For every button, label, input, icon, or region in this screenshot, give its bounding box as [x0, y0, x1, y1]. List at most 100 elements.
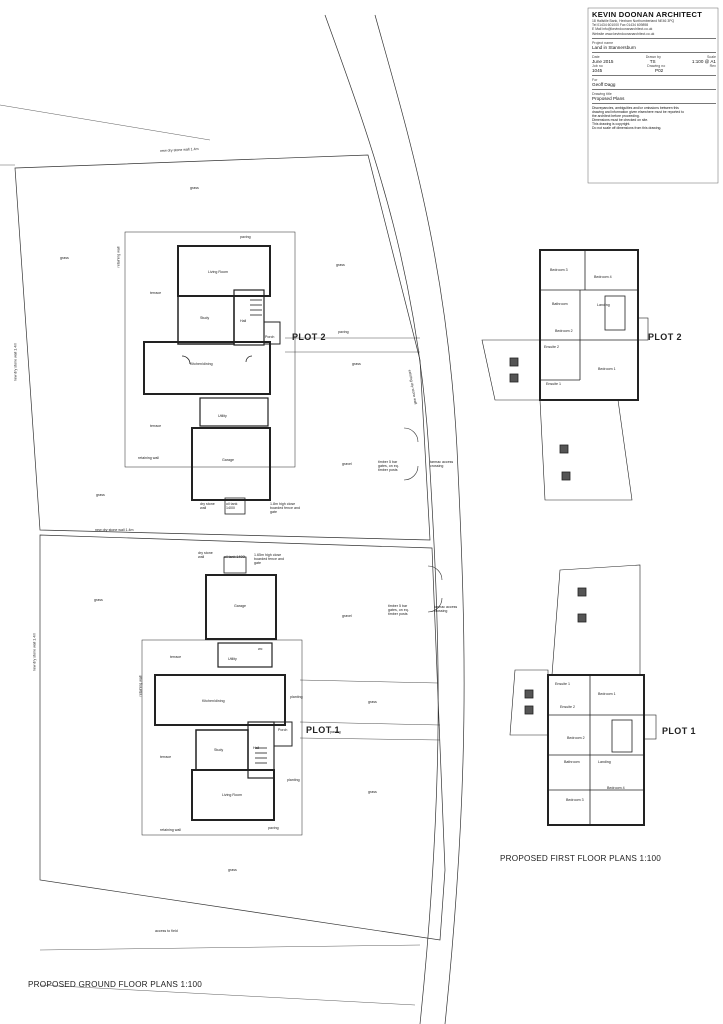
fence-label-plot2: 1.8m high close boarded fence and gate	[270, 502, 300, 514]
room-bedroom4-plot1: Bedroom 4	[607, 786, 625, 790]
plot2-first-plan	[481, 249, 649, 501]
note-5: This drawing is copyright.	[592, 122, 631, 127]
grass-label: grass	[336, 263, 345, 267]
plot1-boundary	[39, 534, 446, 941]
terrace-label: terrace	[160, 755, 172, 759]
title-block: KEVIN DOONAN ARCHITECT 18 Hallstile Bank…	[592, 10, 716, 130]
terrace-label: terrace	[150, 291, 162, 295]
for-label: For	[592, 77, 598, 82]
room-kitchen-plot1: Kitchen/dining	[202, 699, 225, 703]
room-bedroom4-plot2: Bedroom 4	[594, 275, 612, 279]
room-bedroom1-plot2: Bedroom 1	[598, 367, 616, 371]
room-garage-plot1: Garage	[234, 604, 246, 608]
room-ensuite1-plot2: Ensuite 1	[546, 382, 561, 386]
drawing-title-label: Drawing title	[592, 91, 612, 96]
job-value: 1045	[592, 67, 603, 73]
room-landing-plot1: Landing	[598, 760, 611, 764]
room-utility-plot2: Utility	[218, 414, 227, 418]
date-value: June 2015	[592, 58, 614, 64]
plot2-ground-plan	[124, 231, 420, 515]
rev-label: Rev	[709, 63, 716, 68]
firm-name: KEVIN DOONAN ARCHITECT	[592, 10, 703, 19]
room-bedroom3-plot2: Bedroom 3	[550, 268, 568, 272]
room-wc-plot1: wc	[258, 647, 263, 651]
fence-label-plot1: 1.65m high close boarded fence and gate	[254, 553, 284, 565]
planting-label: planting	[290, 695, 303, 699]
road-edge-east	[374, 14, 465, 1024]
room-ensuite2-plot2: Ensuite 2	[544, 345, 559, 349]
retaining-wall-label: retaining wall	[116, 246, 121, 268]
firm-address-4: Website www.kevindoonanarchitect.co.uk	[592, 31, 655, 36]
wall-label-left-lower: new dry stone wall 1.4m	[32, 632, 37, 672]
scale-label: Scale	[707, 54, 716, 59]
note-2: drawing and information given elsewhere …	[592, 109, 684, 114]
room-porch-plot1: Porch	[278, 728, 288, 732]
room-study-plot1: Study	[214, 748, 224, 752]
drawn-label: Drawn by	[645, 54, 661, 59]
wall-label-mid: new dry stone wall 1.4m	[95, 528, 134, 532]
date-label: Date	[592, 54, 600, 59]
firm-address-1: 18 Hallstile Bank, Hexham Northumberland…	[592, 19, 675, 23]
grass-label: grass	[368, 700, 377, 704]
paving-label: paving	[240, 235, 251, 239]
job-label: Job no	[592, 63, 603, 68]
room-bedroom2-plot2: Bedroom 2	[555, 329, 573, 333]
retaining-wall-label: retaining wall	[160, 828, 181, 832]
paving-label: paving	[268, 826, 279, 830]
note-6: Do not scale off dimensions from this dr…	[592, 126, 662, 131]
room-ensuite2-plot1: Ensuite 2	[560, 705, 575, 709]
plot1-first-plan	[509, 564, 657, 826]
retaining-wall-label: retaining wall	[138, 456, 159, 460]
room-bedroom2-plot1: Bedroom 2	[567, 736, 585, 740]
room-study-plot2: Study	[200, 316, 210, 320]
gravel-label: gravel	[342, 614, 352, 618]
ground-floor-title: PROPOSED GROUND FLOOR PLANS 1:100	[28, 980, 203, 989]
room-bedroom3-plot1: Bedroom 3	[566, 798, 584, 802]
room-landing-plot2: Landing	[597, 303, 610, 307]
project-label: Project name	[592, 40, 614, 45]
drawn-value: TS	[649, 58, 656, 64]
access-label: access to field	[155, 929, 178, 933]
room-garage-plot2: Garage	[222, 458, 234, 462]
paving-label: paving	[338, 330, 349, 334]
firm-address-3: E Mail info@kevindoonanarchitect.co.uk	[592, 27, 653, 32]
project-name: Land in Stannersburn	[592, 44, 636, 50]
room-hall-plot1: Hall	[253, 746, 260, 750]
terrace-label: terrace	[150, 424, 162, 428]
oil-tank-label: oil tank 1400l	[224, 555, 246, 559]
plot2-first-label: PLOT 2	[648, 332, 682, 342]
room-utility-plot1: Utility	[228, 657, 237, 661]
room-porch-plot2: Porch	[265, 335, 275, 339]
grass-label: grass	[352, 362, 361, 366]
gates-label: timber 5 bar gates, on eq. timber posts	[388, 604, 409, 616]
room-bathroom-plot1: Bathroom	[564, 760, 580, 764]
plot1-ground-label: PLOT 1	[306, 725, 340, 735]
first-floor-title: PROPOSED FIRST FLOOR PLANS 1:100	[500, 854, 661, 863]
grass-label: grass	[228, 868, 237, 872]
note-3: the architect before proceeding.	[592, 114, 640, 118]
plot2-ground-label: PLOT 2	[292, 332, 326, 342]
scale-value: 1:100 @ A1	[691, 58, 716, 64]
wall-label-left: new dry stone wall 1.4m	[13, 342, 18, 382]
note-4: Dimensions must be checked on site.	[592, 118, 649, 123]
firm-address-2: Tel 01434 601000 Fax 01434 609898	[592, 23, 649, 28]
dry-stone-wall-label: dry stone wall	[198, 551, 213, 559]
terrace-label: terrace	[170, 655, 182, 659]
plot1-first-label: PLOT 1	[662, 726, 696, 736]
grass-label: grass	[60, 256, 69, 260]
plot2-boundary	[14, 154, 431, 541]
retaining-wall-label: retaining wall	[138, 675, 143, 697]
client-name: Geoff Dagg	[592, 81, 616, 87]
room-hall-plot2: Hall	[240, 319, 247, 323]
room-bathroom-plot2: Bathroom	[552, 302, 568, 306]
planting-label: planting	[287, 778, 300, 782]
grass-label: grass	[94, 598, 103, 602]
grass-label: grass	[368, 790, 377, 794]
drawing-title: Proposed Plans	[592, 95, 625, 101]
room-kitchen-plot2: Kitchen/dining	[190, 362, 213, 366]
room-living-plot1: Living Room	[222, 793, 242, 797]
dry-stone-wall-label: dry stone wall	[200, 502, 215, 510]
crossing-label: tarmac access crossing	[434, 605, 458, 613]
drawing-no-value: P02	[655, 67, 664, 73]
grass-label: grass	[190, 186, 199, 190]
